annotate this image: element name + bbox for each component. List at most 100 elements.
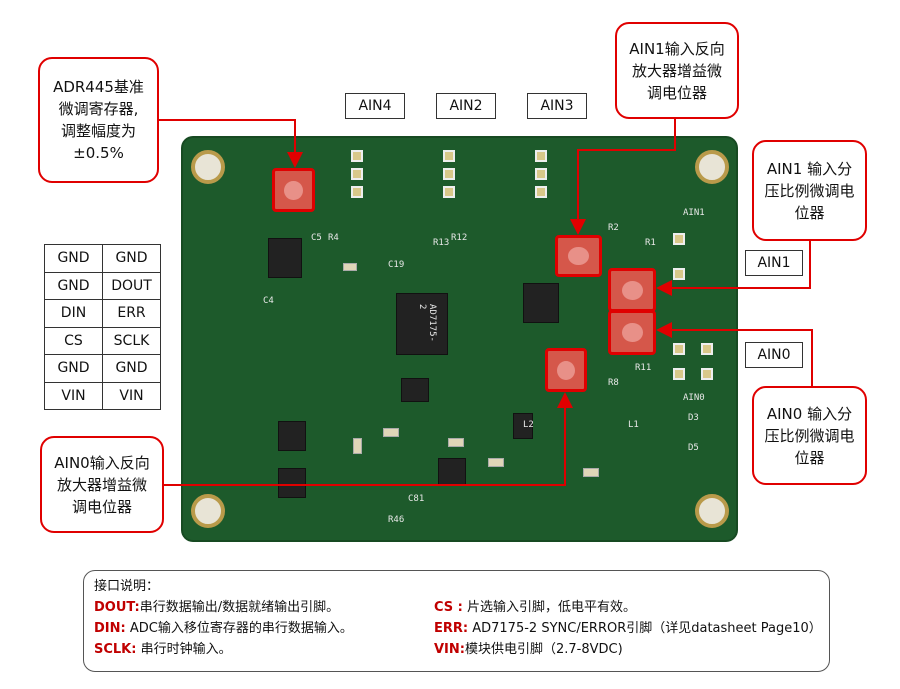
note-key: CS : <box>434 600 463 615</box>
pad <box>351 168 363 180</box>
callout-adr445: ADR445基准 微调寄存器, 调整幅度为 ±0.5% <box>38 57 159 183</box>
note-key: SCLK: <box>94 642 137 657</box>
adr445-chip <box>268 238 302 278</box>
adc-chip: AD7175-2 <box>396 293 448 355</box>
pad <box>673 268 685 280</box>
pin-cell: DIN <box>44 299 103 328</box>
note-key: DIN: <box>94 621 126 636</box>
inductor <box>278 421 306 451</box>
callout-ain0-gain: AIN0输入反向 放大器增益微 调电位器 <box>40 436 164 533</box>
crystal <box>401 378 429 402</box>
pad <box>673 233 685 245</box>
pad <box>443 186 455 198</box>
pin-cell: GND <box>44 354 103 383</box>
silk-label: C81 <box>408 494 425 504</box>
pad <box>443 168 455 180</box>
silk-label: R13 <box>433 238 450 248</box>
smd-part <box>383 428 399 437</box>
smd-part <box>583 468 599 477</box>
arrow-ain0-divider <box>656 322 813 386</box>
pin-cell: GND <box>102 354 161 383</box>
arrow-adr445 <box>158 119 303 168</box>
pin-cell: DOUT <box>102 271 161 300</box>
silk-label: R11 <box>635 363 652 373</box>
ain1-gain-pot <box>555 235 602 277</box>
pad <box>443 150 455 162</box>
mounting-hole <box>191 494 225 528</box>
note-text: 模块供电引脚（2.7-8VDC) <box>464 642 623 657</box>
note-text: 片选输入引脚，低电平有效。 <box>462 600 637 615</box>
adr445-trim-pot <box>272 168 315 212</box>
silk-label: R46 <box>388 515 405 525</box>
interface-notes: 接口说明： DOUT:串行数据输出/数据就绪输出引脚。 DIN: ADC输入移位… <box>83 570 830 672</box>
silk-label: L1 <box>628 420 639 430</box>
pin-cell: GND <box>44 244 103 273</box>
pad <box>701 368 713 380</box>
label-ain0: AIN0 <box>745 342 803 368</box>
pad <box>673 343 685 355</box>
callout-ain1-divider: AIN1 输入分 压比例微调电 位器 <box>752 140 867 241</box>
label-ain3: AIN3 <box>527 93 587 119</box>
label-ain4: AIN4 <box>345 93 405 119</box>
arrow-ain1-divider <box>656 240 811 296</box>
mounting-hole <box>695 494 729 528</box>
note-text: ADC输入移位寄存器的串行数据输入。 <box>125 621 353 636</box>
silk-label: D5 <box>688 443 699 453</box>
silk-label: D3 <box>688 413 699 423</box>
silk-label: C5 <box>311 233 322 243</box>
pin-cell: VIN <box>102 381 161 410</box>
opamp-chip <box>523 283 559 323</box>
callout-ain0-divider: AIN0 输入分 压比例微调电 位器 <box>752 386 867 485</box>
smd-part <box>353 438 362 454</box>
pin-cell: VIN <box>44 381 103 410</box>
ain0-gain-pot <box>545 348 587 392</box>
note-text: 串行时钟输入。 <box>136 642 232 657</box>
smd-part <box>448 438 464 447</box>
ain0-divider-pot <box>608 310 656 355</box>
silk-label: AIN0 <box>683 393 705 403</box>
pin-cell: GND <box>102 244 161 273</box>
note-sclk: SCLK: 串行时钟输入。 <box>94 639 353 660</box>
silk-label: R1 <box>645 238 656 248</box>
note-vin: VIN:模块供电引脚（2.7-8VDC) <box>434 639 822 660</box>
pad <box>351 186 363 198</box>
note-key: DOUT: <box>94 600 140 615</box>
arrow-ain0-gain <box>163 392 573 486</box>
pin-cell: GND <box>44 271 103 300</box>
label-ain1: AIN1 <box>745 250 803 276</box>
silk-label: C4 <box>263 296 274 306</box>
pin-cell: ERR <box>102 299 161 328</box>
mounting-hole <box>191 150 225 184</box>
smd-part <box>343 263 357 271</box>
pin-cell: CS <box>44 326 103 355</box>
note-din: DIN: ADC输入移位寄存器的串行数据输入。 <box>94 618 353 639</box>
callout-ain1-gain: AIN1输入反向 放大器增益微 调电位器 <box>615 22 739 119</box>
inductor <box>278 468 306 498</box>
silk-label: R8 <box>608 378 619 388</box>
label-ain2: AIN2 <box>436 93 496 119</box>
ain1-divider-pot <box>608 268 656 312</box>
pad <box>535 150 547 162</box>
pad <box>673 368 685 380</box>
note-dout: DOUT:串行数据输出/数据就绪输出引脚。 <box>94 597 353 618</box>
arrow-ain1-gain <box>570 118 676 235</box>
silk-label: R4 <box>328 233 339 243</box>
note-cs: CS : 片选输入引脚，低电平有效。 <box>434 597 822 618</box>
silk-label: R12 <box>451 233 468 243</box>
note-err: ERR: AD7175-2 SYNC/ERROR引脚（详见datasheet P… <box>434 618 822 639</box>
silk-label: L2 <box>523 420 534 430</box>
note-key: ERR: <box>434 621 469 636</box>
smd-part <box>488 458 504 467</box>
silk-label: AIN1 <box>683 208 705 218</box>
note-text: AD7175-2 SYNC/ERROR引脚（详见datasheet Page10… <box>468 621 822 636</box>
silk-label: R2 <box>608 223 619 233</box>
inductor <box>438 458 466 486</box>
note-text: 串行数据输出/数据就绪输出引脚。 <box>139 600 340 615</box>
